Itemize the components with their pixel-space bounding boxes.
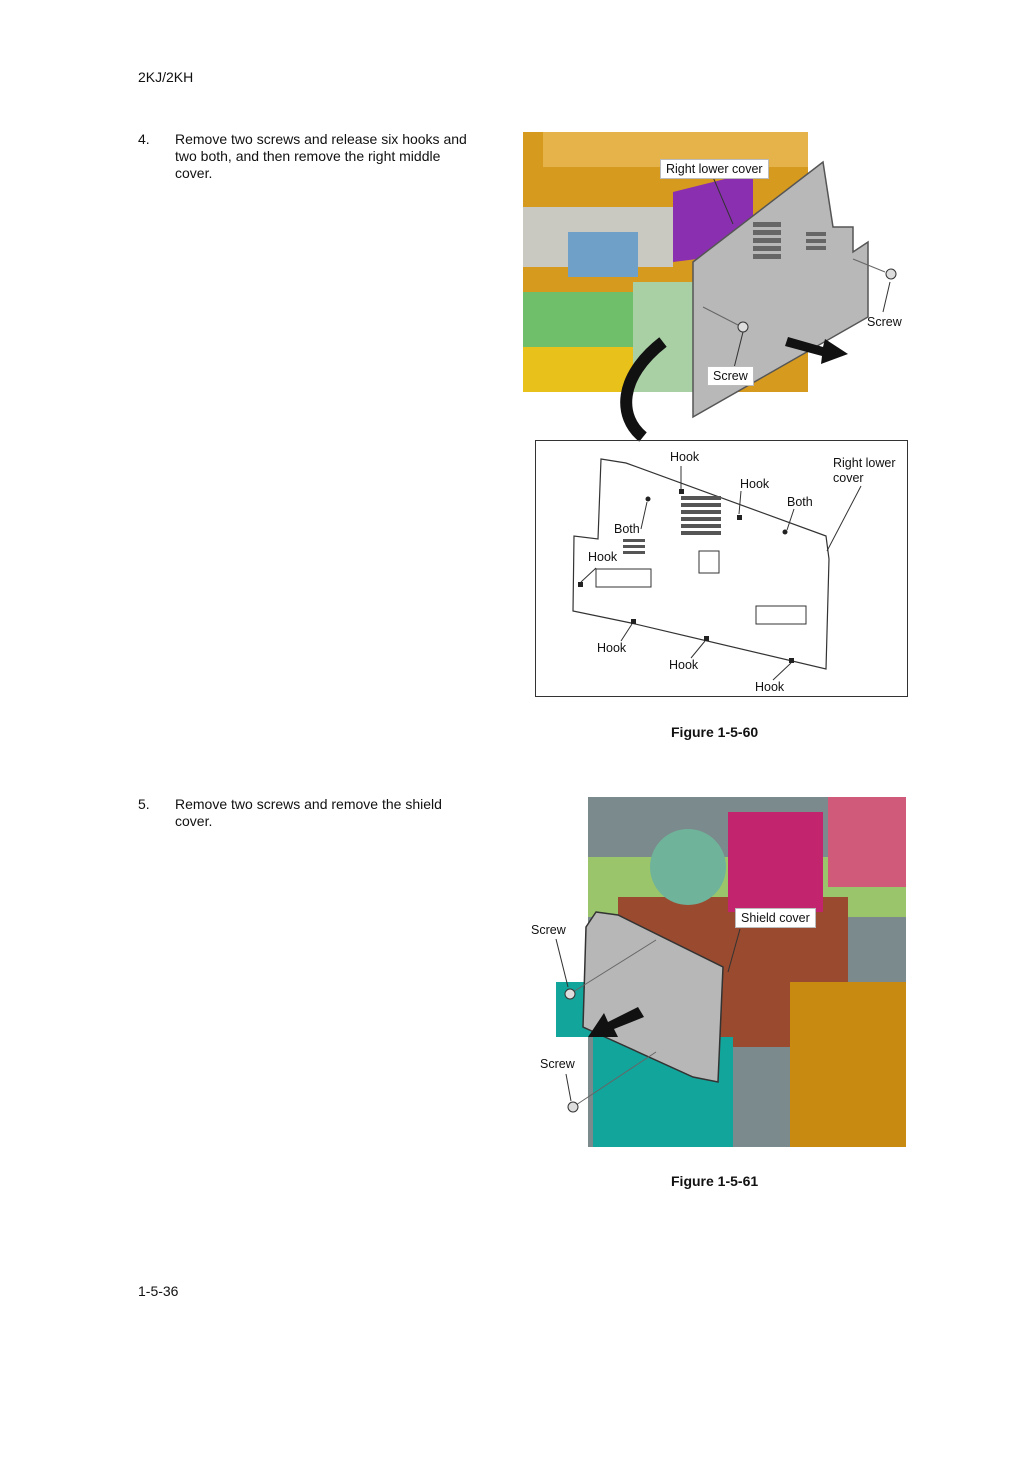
shield-cover-illustration	[555, 797, 906, 1147]
figure-61-caption: Figure 1-5-61	[671, 1173, 759, 1189]
figure-60-main-illustration: Right lower cover Screw Screw	[523, 132, 908, 442]
figure-60-detail-inset: Hook Hook Both Right lower cover Both Ho…	[535, 440, 908, 697]
label-right-lower-cover: Right lower cover	[833, 456, 896, 485]
step-number: 4.	[138, 131, 150, 147]
step-5: 5. Remove two screws and remove the shie…	[138, 796, 478, 836]
label-both: Both	[614, 522, 640, 536]
label-screw: Screw	[531, 923, 566, 937]
label-both: Both	[787, 495, 813, 509]
screw-icon	[885, 268, 897, 280]
step-number: 5.	[138, 796, 150, 812]
step-text: Remove two screws and release six hooks …	[175, 131, 467, 181]
label-hook: Hook	[588, 550, 618, 564]
figure-60-caption: Figure 1-5-60	[671, 724, 759, 740]
screw-icon	[567, 1101, 579, 1113]
label-hook: Hook	[669, 658, 699, 672]
figure-61-illustration: Shield cover Screw Screw	[528, 797, 908, 1149]
step-4: 4. Remove two screws and release six hoo…	[138, 131, 478, 191]
step-text: Remove two screws and remove the shield …	[175, 796, 442, 829]
document-header: 2KJ/2KH	[138, 69, 194, 85]
label-screw: Screw	[707, 366, 754, 386]
label-screw: Screw	[540, 1057, 575, 1071]
screw-icon	[737, 321, 749, 333]
label-hook: Hook	[597, 641, 627, 655]
label-right-lower-cover: Right lower cover	[660, 159, 769, 179]
page-number: 1-5-36	[138, 1283, 179, 1299]
label-screw: Screw	[867, 315, 902, 329]
label-shield-cover: Shield cover	[735, 908, 816, 928]
screw-icon	[564, 988, 576, 1000]
label-hook: Hook	[755, 680, 785, 694]
label-hook: Hook	[740, 477, 770, 491]
label-hook: Hook	[670, 450, 700, 464]
cover-detail-illustration	[572, 458, 862, 681]
